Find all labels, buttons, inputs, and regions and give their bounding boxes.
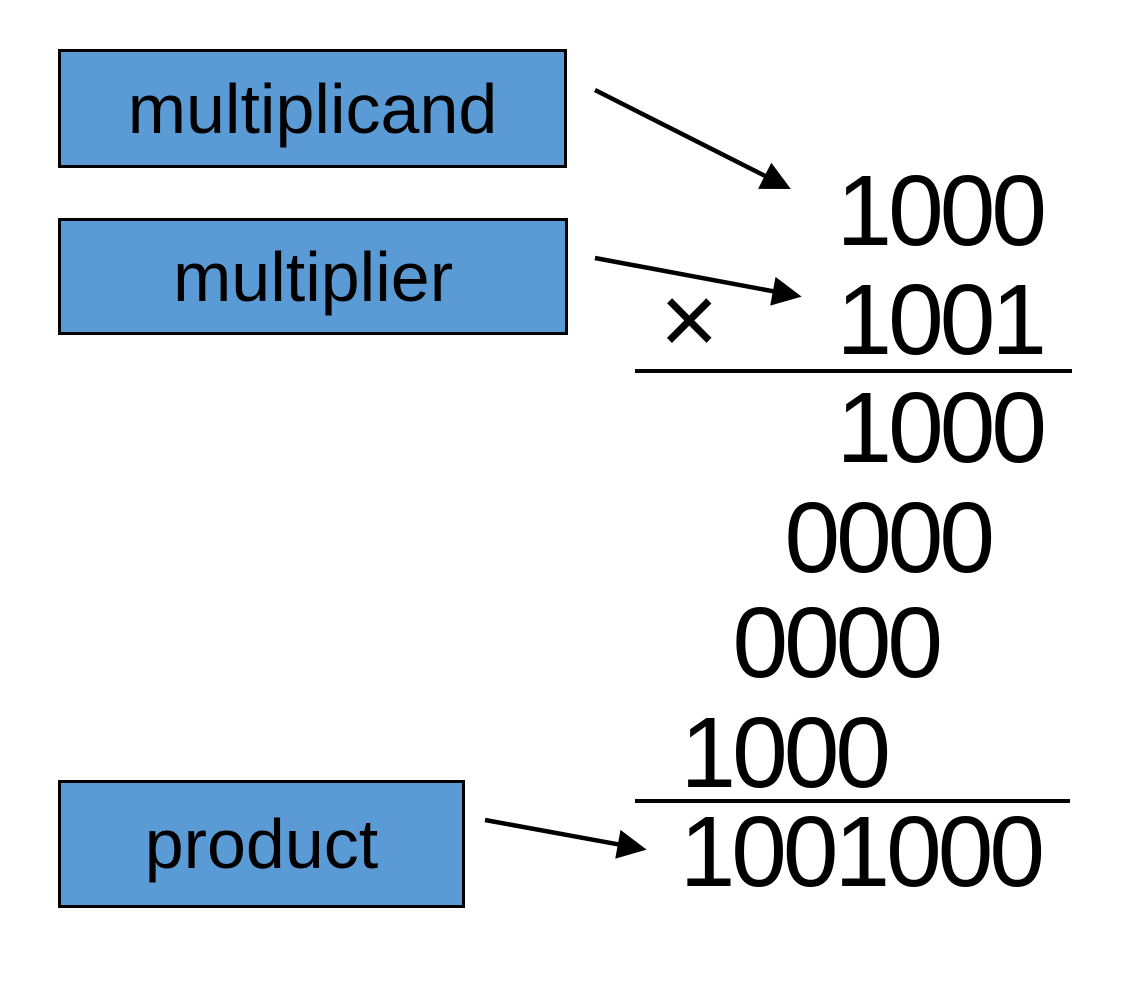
sum-rule bbox=[635, 799, 1070, 803]
multiplier-label: multiplier bbox=[172, 237, 454, 316]
product-value: 1001000 bbox=[679, 796, 1045, 908]
partial-product-row-3: 0000 bbox=[732, 587, 943, 699]
partial-product-row-4: 1000 bbox=[680, 697, 891, 809]
partial-product-row-2: 0000 bbox=[784, 482, 995, 594]
partial-product-row-1: 1000 bbox=[836, 372, 1047, 484]
multiplicand-value: 1000 bbox=[836, 155, 1047, 267]
multiplicand-label: multiplicand bbox=[127, 69, 498, 148]
product-label: product bbox=[144, 805, 379, 883]
product-box: product bbox=[58, 780, 465, 908]
multiplicand-box: multiplicand bbox=[58, 49, 567, 168]
multiplier-rule bbox=[635, 369, 1072, 373]
multiplier-box: multiplier bbox=[58, 218, 568, 335]
multiplicand-arrow bbox=[593, 87, 791, 189]
multiply-sign: × bbox=[660, 264, 719, 376]
multiplier-value: 1001 bbox=[836, 264, 1047, 376]
product-arrow bbox=[484, 817, 647, 859]
